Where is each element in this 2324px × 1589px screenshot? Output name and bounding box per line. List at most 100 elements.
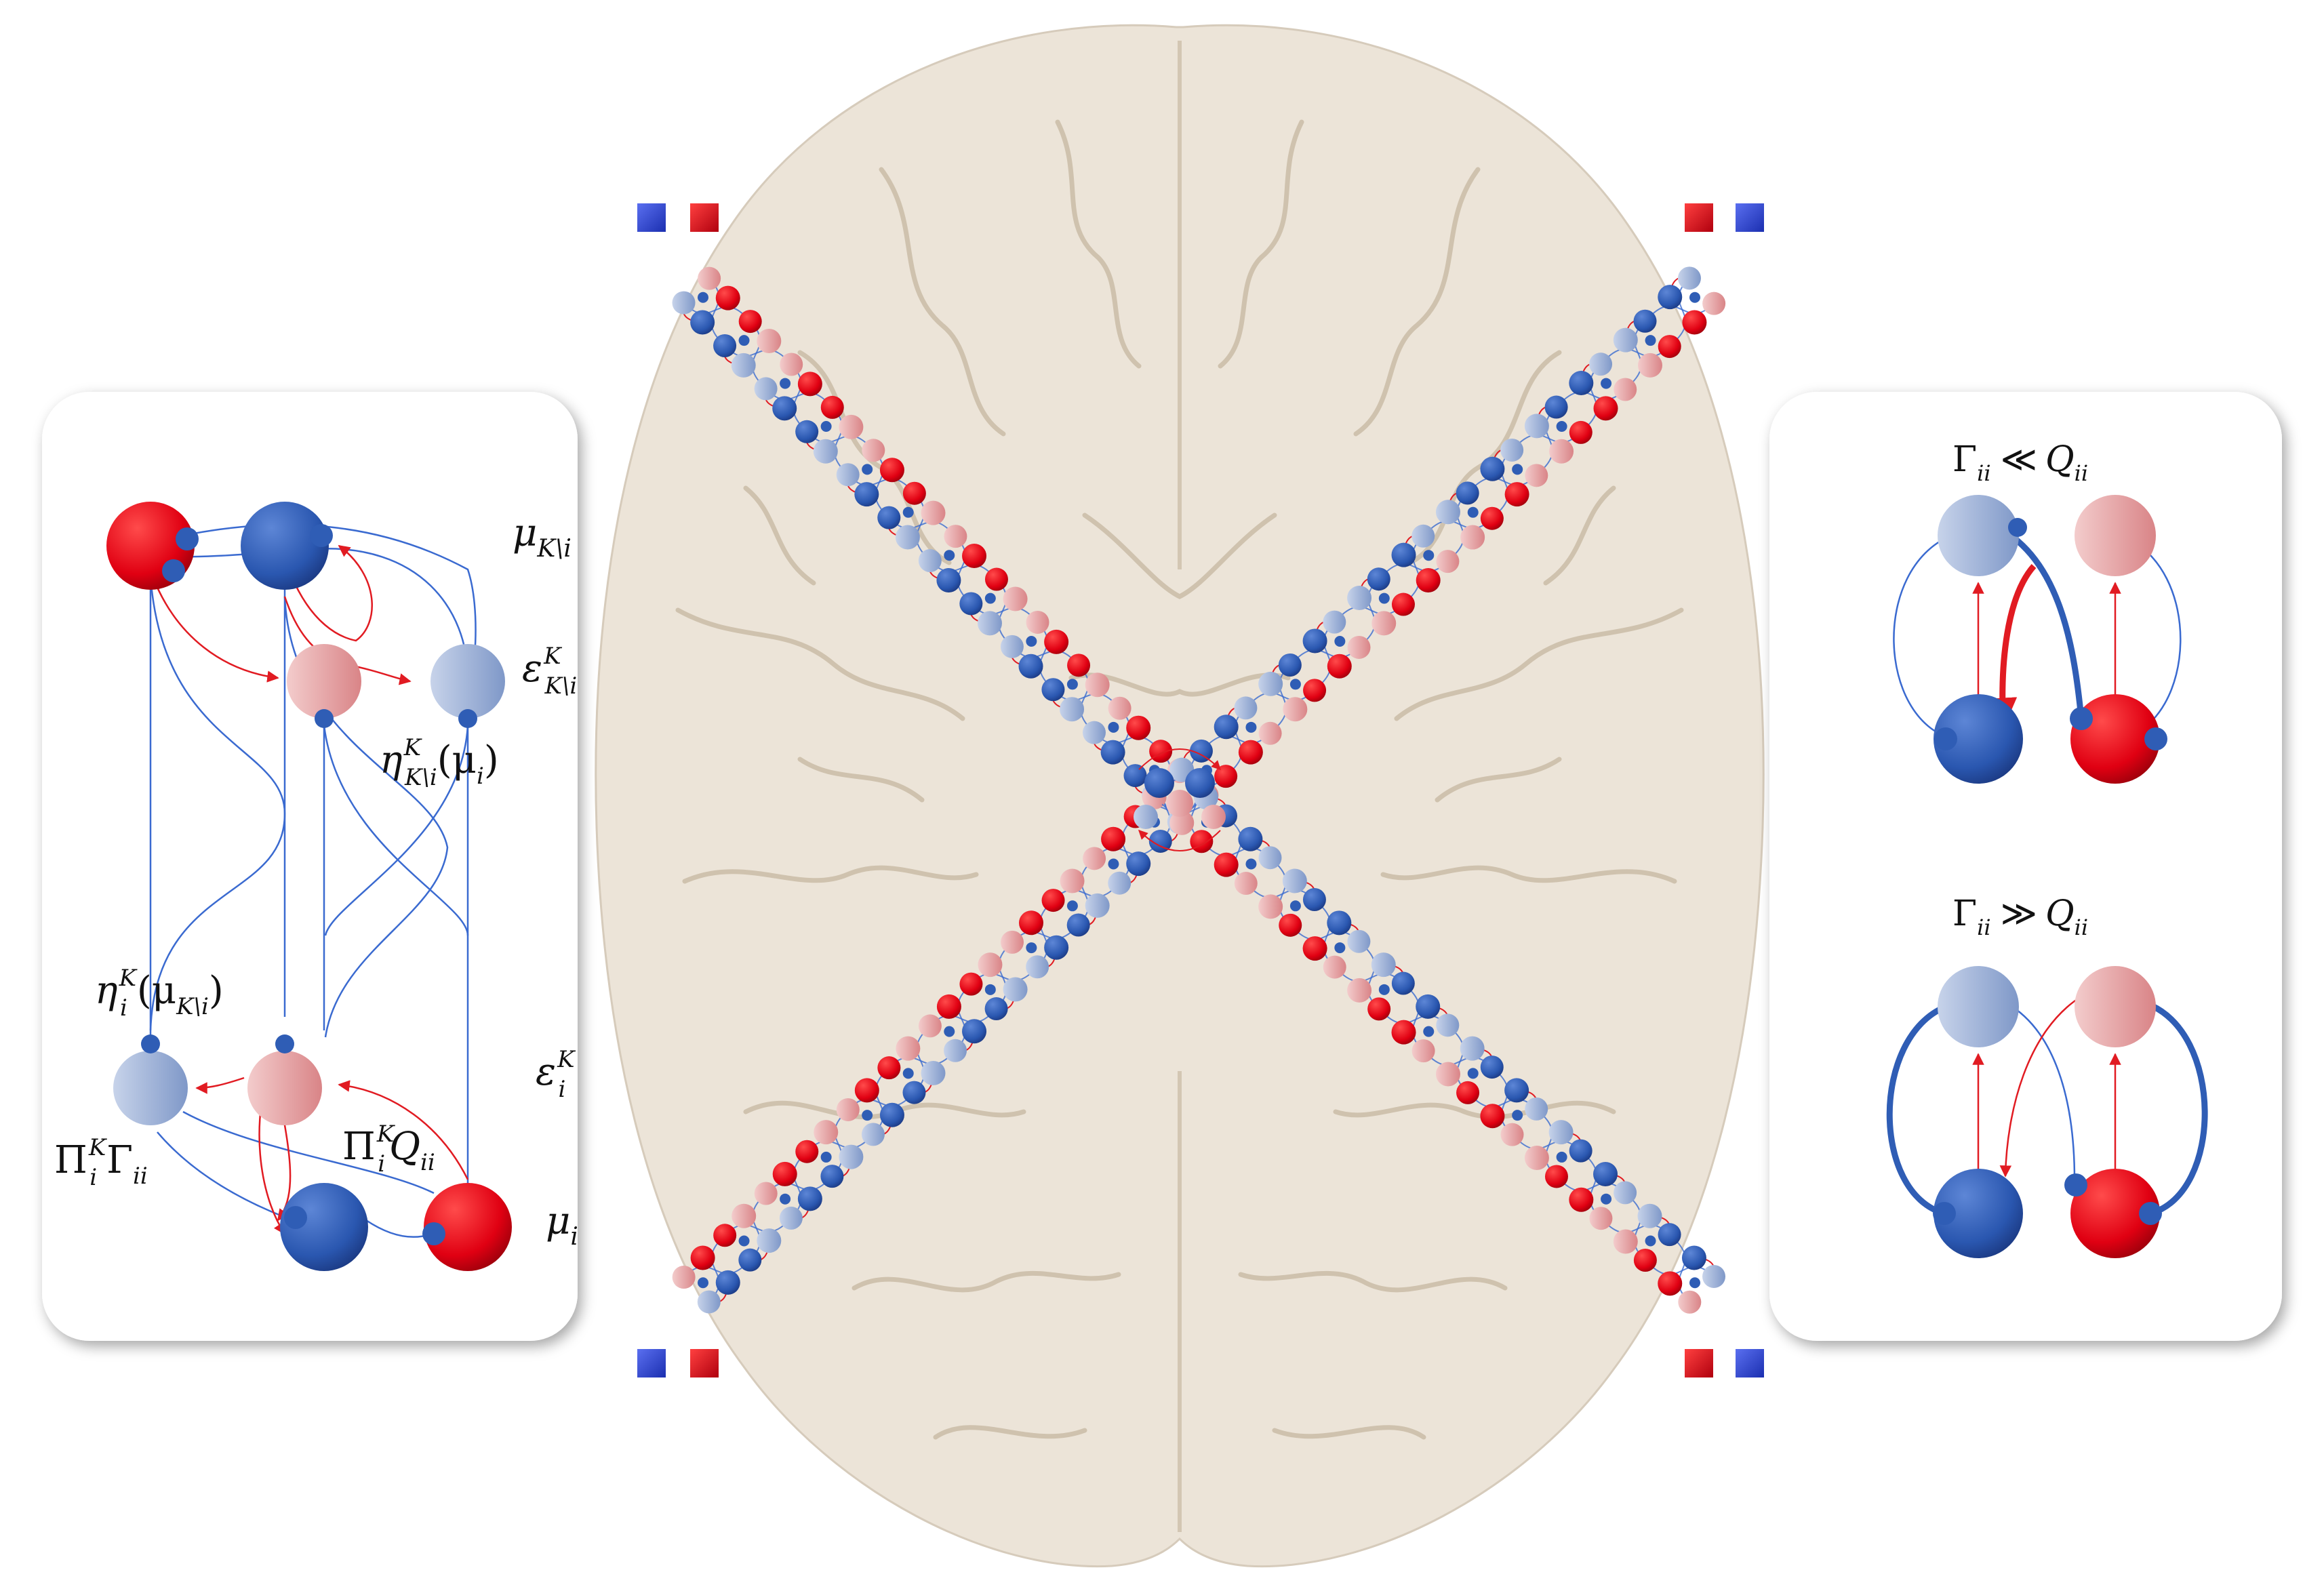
x-network-node — [1525, 464, 1548, 487]
x-network-node — [1480, 456, 1505, 481]
x-network-node — [1303, 679, 1327, 702]
x-network-node — [1108, 696, 1131, 720]
x-network-node — [813, 439, 838, 464]
x-network-dot — [1245, 721, 1257, 733]
x-network-unit — [754, 1154, 830, 1230]
x-network-unit — [836, 1070, 912, 1146]
x-network-node — [672, 291, 696, 315]
caption-gamma-greater-Q: Γii≫Qii — [1952, 893, 2088, 940]
x-network-node — [1658, 285, 1683, 310]
x-network-node — [1100, 740, 1125, 765]
x-network-node — [1544, 1165, 1568, 1188]
x-network-unit — [1000, 903, 1076, 979]
x-network-unit — [1000, 610, 1076, 687]
x-network-unit — [1041, 653, 1117, 729]
square-red-top-right — [1685, 203, 1713, 232]
x-network-link — [1275, 862, 1291, 926]
x-network-link — [1295, 647, 1360, 660]
x-network-node — [738, 1248, 762, 1272]
x-network-node — [1003, 586, 1028, 611]
caption-gamma-less-Q: Γii≪Qii — [1952, 439, 2088, 486]
x-network-node — [984, 997, 1008, 1021]
x-network-unit — [1649, 1239, 1726, 1314]
hub-node — [1185, 768, 1215, 798]
x-network-node — [732, 1203, 757, 1228]
x-network-link — [1629, 1196, 1646, 1261]
x-network-dot — [780, 1193, 791, 1205]
x-network-link — [683, 1262, 748, 1278]
x-network-node — [1003, 977, 1028, 1002]
x-network-unit — [754, 353, 830, 428]
x-network-unit — [1472, 1071, 1548, 1146]
x-network-node — [1391, 971, 1415, 995]
square-red-bottom-right — [1685, 1349, 1713, 1377]
node-pink-mid — [287, 644, 361, 719]
x-network-node — [779, 1206, 803, 1230]
x-network-node — [672, 1266, 696, 1289]
x-network-node — [795, 420, 819, 443]
x-network-node — [1126, 851, 1151, 877]
x-network-node — [1500, 1123, 1524, 1146]
x-network-node — [797, 371, 822, 397]
x-network-node — [1549, 439, 1574, 464]
x-network-node — [1347, 929, 1371, 953]
x-network-node — [731, 353, 756, 378]
x-network-node — [1504, 482, 1529, 507]
x-network-node — [1391, 592, 1415, 616]
x-network-node — [1278, 653, 1302, 677]
x-network-node — [1282, 868, 1307, 893]
x-network-node — [1302, 628, 1327, 653]
x-network-link — [1496, 1071, 1513, 1135]
x-network-node — [1525, 1097, 1548, 1121]
x-network-link — [914, 493, 927, 558]
x-network-node — [1000, 635, 1024, 658]
x-network-node — [1614, 1181, 1637, 1205]
x-network-node — [1060, 868, 1085, 893]
hub-node — [1144, 768, 1174, 798]
x-network-node — [1044, 629, 1069, 654]
x-network-node — [1613, 1229, 1638, 1254]
bottom-diagram-thin-red-arrow — [1999, 995, 2082, 1178]
x-network-dot — [944, 550, 955, 561]
x-network-node — [715, 1270, 740, 1295]
x-network-dot — [1108, 721, 1119, 733]
x-network-node — [1456, 1081, 1480, 1104]
x-network-node — [978, 952, 1003, 978]
x-network-node — [1101, 826, 1126, 851]
x-network-hub — [1134, 748, 1226, 851]
x-network-node — [1613, 327, 1638, 353]
x-network-dot — [1423, 550, 1435, 561]
x-network-node — [1416, 994, 1441, 1019]
x-network-node — [1347, 635, 1371, 659]
x-network-node — [1548, 1120, 1574, 1145]
x-network-link — [1037, 622, 1050, 687]
square-blue-top-right — [1736, 203, 1764, 232]
x-network-node — [959, 972, 983, 996]
x-network-dot — [698, 1277, 708, 1289]
x-network-link — [970, 969, 1035, 985]
x-network-link — [1339, 603, 1404, 618]
x-network-node — [921, 1061, 946, 1086]
x-network-node — [1189, 739, 1213, 763]
x-network-node — [1658, 335, 1681, 359]
hub-node — [1166, 790, 1193, 817]
x-network-node — [1544, 395, 1568, 419]
x-network-dot — [1601, 1193, 1612, 1205]
x-network-dot — [1423, 1026, 1435, 1037]
x-network-node — [854, 482, 879, 507]
x-network-dot — [1026, 636, 1037, 647]
x-network-node — [1258, 671, 1283, 696]
x-network-node — [962, 1019, 987, 1044]
x-network-unit — [1383, 987, 1460, 1063]
x-network-node — [1391, 1020, 1416, 1045]
x-network-node — [1589, 353, 1613, 376]
x-network-dot — [984, 592, 996, 604]
x-network-node — [1323, 955, 1346, 979]
x-network-link — [1384, 561, 1449, 575]
x-network-link — [1605, 346, 1670, 360]
x-network-node — [1367, 997, 1391, 1021]
x-network-link — [708, 277, 722, 343]
bottom-diagram-thick-left — [1886, 1003, 1947, 1217]
